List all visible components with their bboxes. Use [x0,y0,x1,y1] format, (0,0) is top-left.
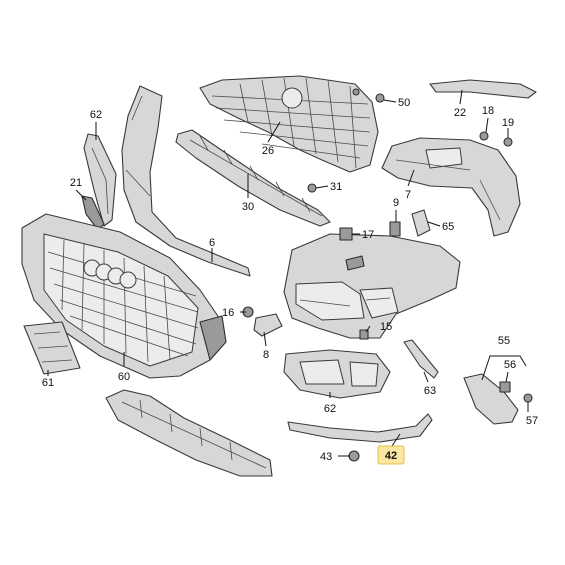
callout-9: 9 [393,197,399,209]
part-9-clip [389,221,401,237]
callout-26: 26 [262,145,274,157]
underbody-deflector [105,389,273,477]
callout-18: 18 [482,105,494,117]
bolt-18 [479,131,489,141]
part-56-clip [499,381,511,393]
bolt-43 [348,450,360,462]
callout-19: 19 [502,117,514,129]
bumper-main-cover [283,233,461,339]
callout-6: 6 [209,237,215,249]
clip-50b [352,88,360,96]
callout-56: 56 [504,359,516,371]
callout-15: 15 [380,321,392,333]
part-62-side-trim [83,133,117,227]
callout-61: 61 [42,377,54,389]
callout-43: 43 [320,451,332,463]
callout-42: 42 [385,450,397,462]
bumper-upper-cover [121,85,251,277]
highlight-box-42 [377,445,405,465]
part-55-lower-trim [463,373,533,425]
part-61-plate-bracket [23,321,81,375]
callouts: 62 21 26 30 31 50 22 18 19 7 9 65 17 6 1… [42,97,538,465]
part-62-fog-trim [283,349,391,399]
bolt-31 [307,183,317,193]
bolt-19 [503,137,513,147]
callout-17: 17 [362,229,374,241]
callout-60: 60 [118,371,130,383]
callout-50: 50 [398,97,410,109]
part-26-upper-grille [199,75,379,173]
part-22-trim [429,79,537,99]
callout-62-upper: 62 [90,109,102,121]
callout-65: 65 [442,221,454,233]
part-65-pad [411,209,431,237]
callout-55: 55 [498,335,510,347]
part-63-bracket [403,339,439,379]
callout-30: 30 [242,201,254,213]
part-17-clip [339,227,353,241]
part-57-screw [523,393,533,403]
part-30-bracket-strip [175,129,331,227]
part-42-lip-spoiler [287,413,433,443]
four-rings-emblem [83,259,137,289]
part-15-bolt [359,329,369,340]
part-8-cover [253,313,283,337]
callout-7: 7 [405,189,411,201]
callout-63: 63 [424,385,436,397]
callout-21: 21 [70,177,82,189]
callout-31: 31 [330,181,342,193]
callout-22: 22 [454,107,466,119]
callout-16: 16 [222,307,234,319]
leader-lines [47,89,529,457]
part-60-main-grille [21,213,227,379]
part-7-side-bracket [381,137,521,237]
callout-57: 57 [526,415,538,427]
callout-8: 8 [263,349,269,361]
bolt-50 [375,93,385,103]
callout-62-lower: 62 [324,403,336,415]
